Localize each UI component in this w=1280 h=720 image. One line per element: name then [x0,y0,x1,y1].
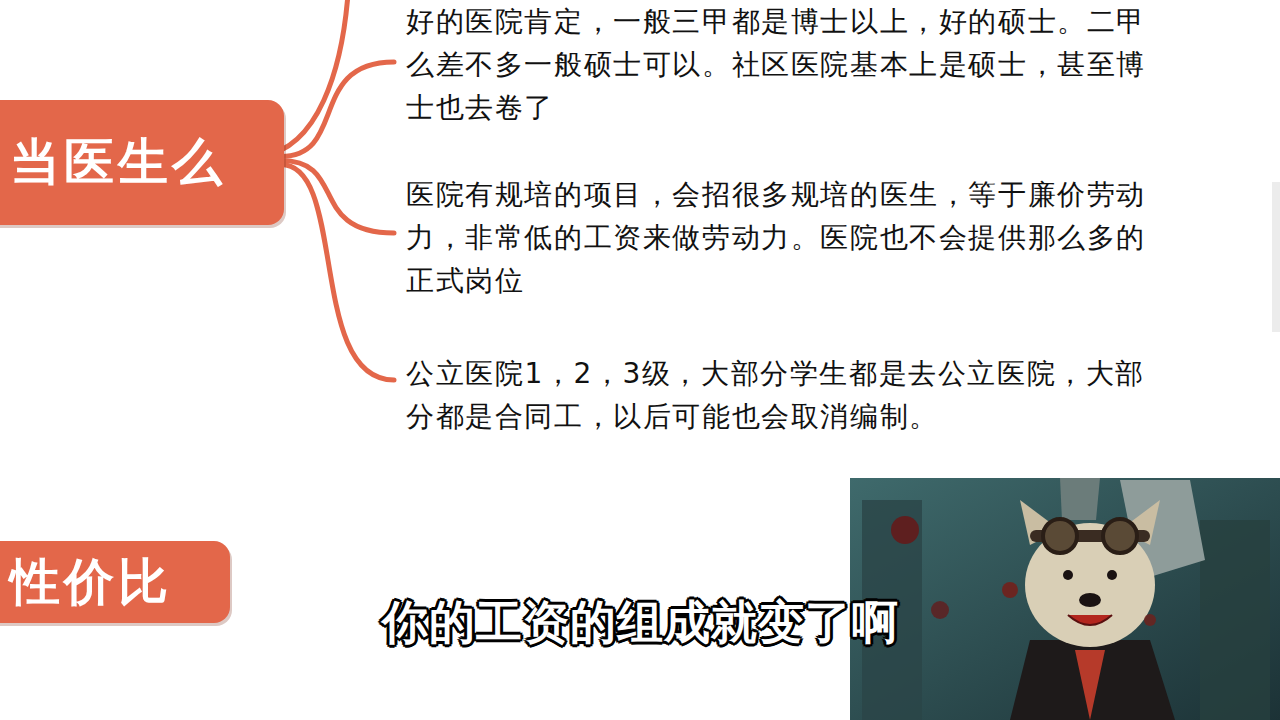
scroll-bar [1272,182,1280,332]
topic-label: 性价比 [10,549,172,616]
branch-text: 医院有规培的项目，会招很多规培的医生，等于廉价劳动力，非常低的工资来做劳动力。医… [406,173,1166,302]
branch-connector [281,165,394,381]
branch-note: 好的医院肯定，一般三甲都是博士以上，好的硕士。二甲么差不多一般硕士可以。社区医院… [406,0,1166,129]
topic-box: 性价比 [0,541,230,623]
branch-note: 医院有规培的项目，会招很多规培的医生，等于廉价劳动力，非常低的工资来做劳动力。医… [406,173,1166,302]
topic-box: 当医生么 [0,100,284,225]
topic-label: 当医生么 [10,129,226,196]
dog-illustration [850,478,1280,720]
branch-text: 好的医院肯定，一般三甲都是博士以上，好的硕士。二甲么差不多一般硕士可以。社区医院… [406,0,1166,129]
video-subtitle: 你的工资的组成就变了啊 [382,595,899,649]
branch-note: 公立医院1，2，3级，大部分学生都是去公立医院，大部分都是合同工，以后可能也会取… [406,352,1166,438]
branch-text: 公立医院1，2，3级，大部分学生都是去公立医院，大部分都是合同工，以后可能也会取… [406,352,1166,438]
branch-connector [281,62,394,157]
subtitle-row: 你的工资的组成就变了啊 [0,592,1280,654]
